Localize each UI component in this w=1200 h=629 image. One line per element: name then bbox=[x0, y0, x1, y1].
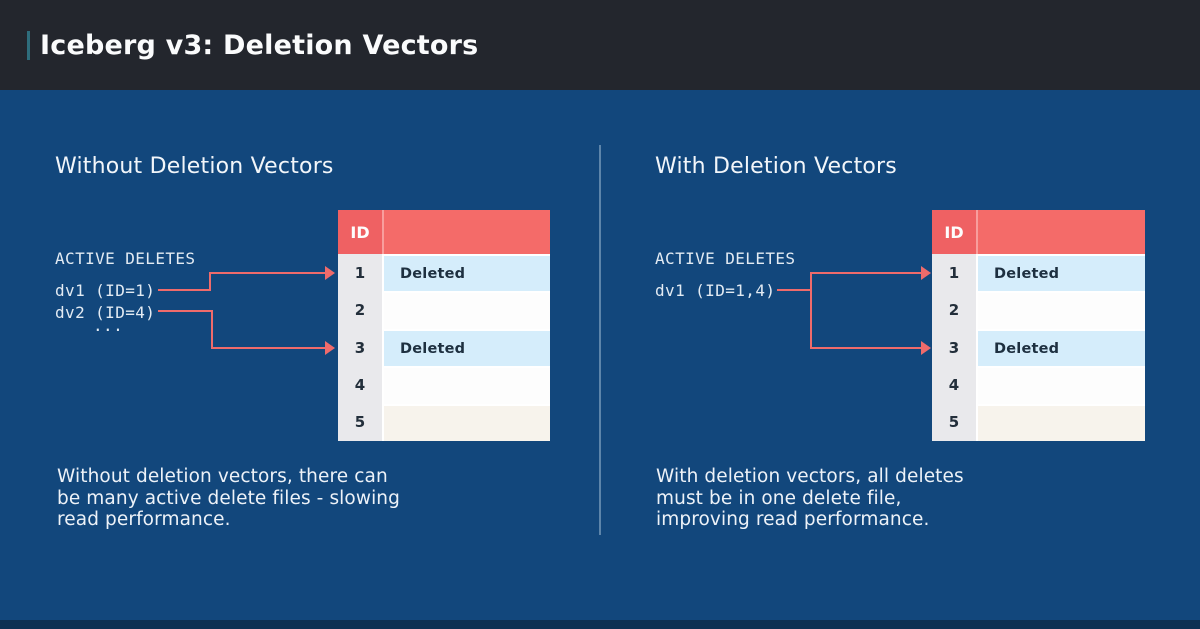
left-arrow1-segment bbox=[158, 289, 210, 291]
left-caption-line: read performance. bbox=[57, 509, 231, 530]
right-table-header-spacer bbox=[976, 210, 1145, 254]
table-row-status bbox=[978, 405, 1145, 442]
right-table-id-column: 1 2 3 4 5 bbox=[932, 254, 976, 441]
left-table-value-column: Deleted Deleted bbox=[382, 254, 550, 442]
right-active-deletes-label: ACTIVE DELETES bbox=[655, 249, 796, 268]
table-row-id: 5 bbox=[354, 413, 366, 432]
table-row-status bbox=[978, 368, 1145, 404]
right-table-header-row: ID bbox=[932, 210, 1145, 254]
right-caption: With deletion vectors, all deletes must … bbox=[656, 466, 964, 531]
left-arrow2-segment bbox=[158, 310, 213, 312]
table-row-id: 5 bbox=[948, 413, 960, 432]
table-row-status bbox=[978, 293, 1145, 329]
right-table-value-column: Deleted Deleted bbox=[976, 254, 1145, 442]
slide-title: Iceberg v3: Deletion Vectors bbox=[40, 29, 479, 61]
table-row-id: 3 bbox=[354, 338, 366, 357]
table-row-id: 4 bbox=[354, 375, 366, 394]
left-arrow2-head-icon bbox=[325, 341, 335, 355]
left-table-id-header: ID bbox=[338, 210, 382, 254]
right-arrow-segment bbox=[777, 289, 812, 291]
table-row-status bbox=[384, 293, 550, 329]
left-caption-line: be many active delete files - slowing bbox=[57, 487, 400, 509]
right-panel-heading: With Deletion Vectors bbox=[655, 154, 897, 179]
right-arrow1-head-icon bbox=[921, 266, 931, 280]
left-delete-file-dv2: dv2 (ID=4) bbox=[55, 303, 156, 322]
table-row-id: 3 bbox=[948, 338, 960, 357]
table-row-id: 1 bbox=[948, 263, 960, 282]
left-caption-line: Without deletion vectors, there can bbox=[57, 466, 388, 487]
table-row-status: Deleted bbox=[978, 256, 1145, 292]
table-row-id: 2 bbox=[354, 301, 366, 320]
left-arrow1-head-icon bbox=[325, 266, 335, 280]
left-panel-heading: Without Deletion Vectors bbox=[55, 154, 334, 179]
right-arrow2-head-icon bbox=[921, 341, 931, 355]
accent-tick bbox=[27, 31, 30, 60]
right-caption-line: With deletion vectors, all deletes bbox=[656, 466, 964, 487]
right-arrow-segment bbox=[810, 272, 812, 349]
right-arrow-segment bbox=[810, 347, 922, 349]
left-delete-file-ellipsis: ... bbox=[93, 316, 124, 335]
bottom-bar bbox=[0, 620, 1200, 629]
table-row-status: Deleted bbox=[384, 330, 550, 367]
panel-divider bbox=[599, 145, 601, 535]
left-arrow1-segment bbox=[209, 272, 211, 291]
right-delete-file-dv1: dv1 (ID=1,4) bbox=[655, 281, 776, 300]
left-table: ID 1 2 3 4 5 Deleted Deleted bbox=[338, 210, 550, 442]
left-delete-file-dv1: dv1 (ID=1) bbox=[55, 281, 156, 300]
right-caption-line: must be in one delete file, bbox=[656, 487, 902, 509]
left-table-id-column: 1 2 3 4 5 bbox=[338, 254, 382, 441]
table-row-status bbox=[384, 368, 550, 404]
table-row-status: Deleted bbox=[384, 256, 550, 292]
left-arrow2-segment bbox=[211, 347, 327, 349]
left-arrow2-segment bbox=[211, 310, 213, 349]
right-caption-line: improving read performance. bbox=[656, 509, 930, 530]
table-row-status: Deleted bbox=[978, 330, 1145, 367]
left-active-deletes-label: ACTIVE DELETES bbox=[55, 249, 196, 268]
left-caption: Without deletion vectors, there can be m… bbox=[57, 466, 400, 531]
left-arrow1-segment bbox=[209, 272, 327, 274]
right-table: ID 1 2 3 4 5 Deleted Deleted bbox=[932, 210, 1145, 442]
right-table-id-header: ID bbox=[932, 210, 976, 254]
table-row-id: 1 bbox=[354, 263, 366, 282]
title-bar: Iceberg v3: Deletion Vectors bbox=[0, 0, 1200, 90]
table-row-id: 2 bbox=[948, 301, 960, 320]
table-row-id: 4 bbox=[948, 375, 960, 394]
table-row-status bbox=[384, 405, 550, 442]
left-table-header-spacer bbox=[382, 210, 550, 254]
right-arrow-segment bbox=[810, 272, 922, 274]
left-table-header-row: ID bbox=[338, 210, 550, 254]
